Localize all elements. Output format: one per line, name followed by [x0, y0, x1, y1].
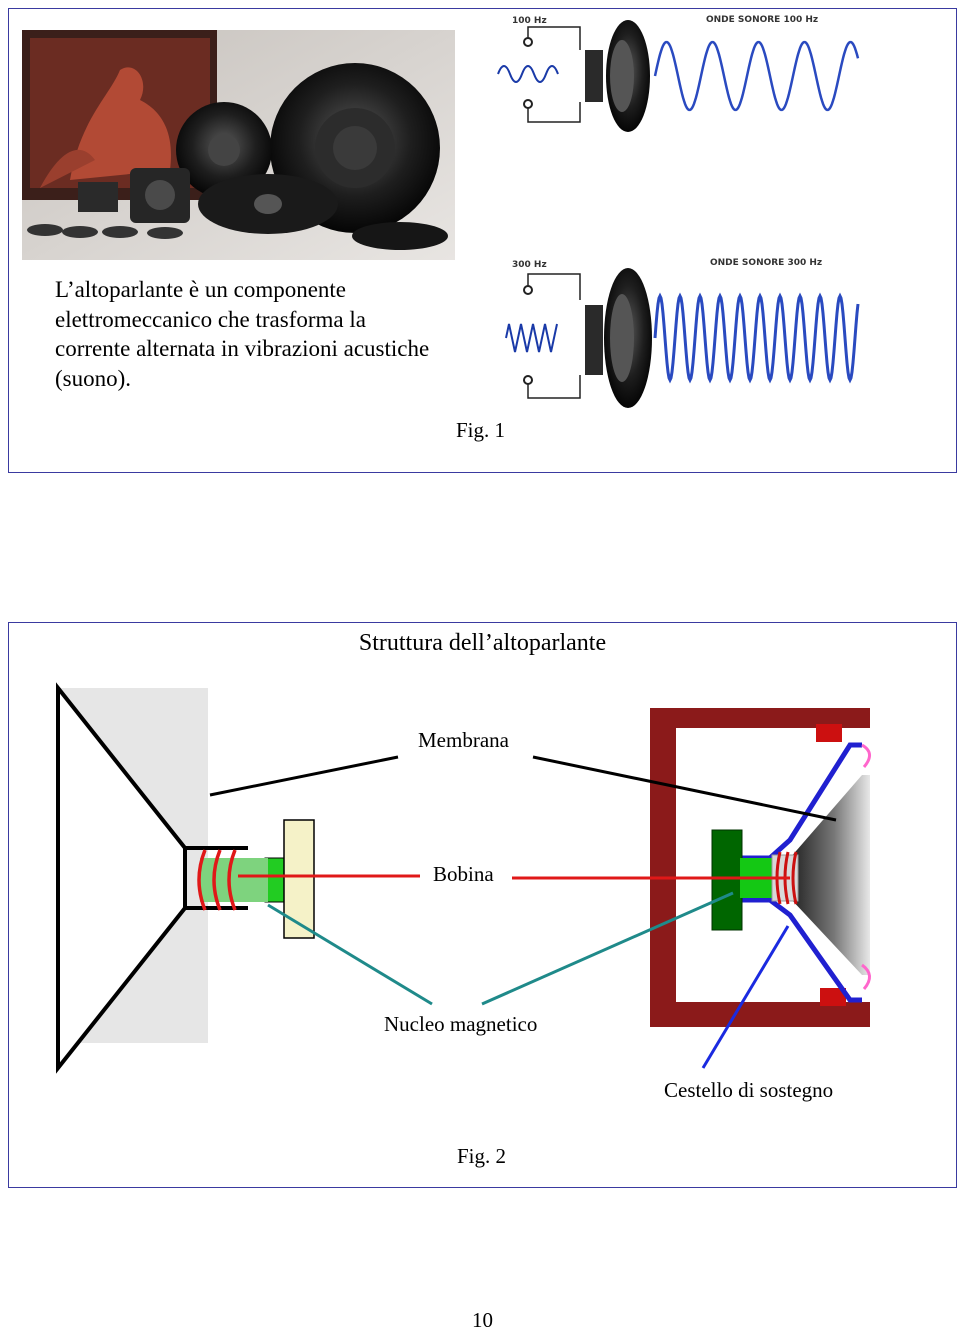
label-membrana: Membrana	[418, 728, 509, 752]
speakers-photo	[22, 30, 455, 260]
label-cestello-di-sostegno: Cestello di sostegno	[664, 1078, 834, 1102]
freq-300-label: 300 Hz	[512, 260, 547, 270]
waves-300-label: ONDE SONORE 300 Hz	[710, 258, 822, 268]
freq-100-label: 100 Hz	[512, 16, 547, 26]
speaker-100hz-diagram: 100 Hz ONDE SONORE 100 Hz	[497, 15, 860, 132]
waves-100-label: ONDE SONORE 100 Hz	[706, 15, 818, 25]
speaker-cutaway-right	[650, 708, 871, 1027]
page-number: 10	[472, 1308, 493, 1332]
speaker-300hz-diagram: 300 Hz ONDE SONORE 300 Hz	[505, 258, 860, 408]
structure-title: Struttura dell’altoparlante	[358, 630, 607, 656]
figure-1-caption: Fig. 1	[456, 418, 506, 442]
label-nucleo-magnetico: Nucleo magnetico	[384, 1012, 538, 1036]
intro-paragraph: L’altoparlante è un componente elettrome…	[55, 277, 430, 391]
speaker-schematic-left	[56, 682, 315, 1074]
leader-lines	[209, 755, 837, 1069]
label-bobina: Bobina	[433, 862, 494, 886]
figure-2-caption: Fig. 2	[457, 1144, 507, 1168]
